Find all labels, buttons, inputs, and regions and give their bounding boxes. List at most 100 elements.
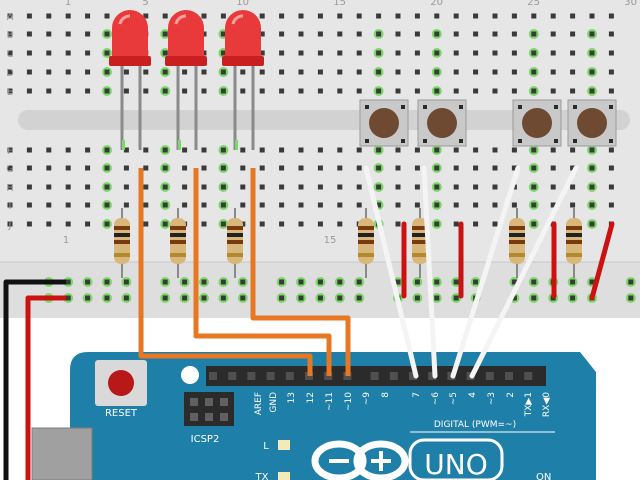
breadboard-hole: [259, 88, 265, 94]
breadboard-hole: [395, 221, 401, 227]
row-label: H: [6, 183, 14, 194]
breadboard-hole: [337, 165, 343, 171]
breadboard-hole: [550, 165, 556, 171]
pin-label: 2: [506, 392, 516, 398]
breadboard-hole: [492, 13, 498, 19]
breadboard-hole: [123, 147, 129, 153]
breadboard-hole: [46, 50, 52, 56]
breadboard-hole: [453, 221, 459, 227]
breadboard-hole: [201, 202, 207, 208]
breadboard-hole: [431, 67, 442, 77]
breadboard-hole: [550, 184, 556, 190]
breadboard-hole: [453, 165, 459, 171]
breadboard-hole: [337, 31, 343, 37]
breadboard-hole: [160, 219, 171, 229]
breadboard-hole: [279, 202, 285, 208]
breadboard-hole: [160, 48, 171, 58]
wire-white-pin6: [421, 165, 438, 379]
row-label: C: [7, 49, 14, 60]
row-label: B: [7, 30, 14, 41]
breadboard-hole: [46, 165, 52, 171]
breadboard-hole: [182, 147, 188, 153]
breadboard-hole: [218, 145, 229, 155]
breadboard-hole: [570, 88, 576, 94]
breadboard-hole: [162, 13, 168, 19]
breadboard-hole: [65, 50, 71, 56]
breadboard-hole: [102, 29, 112, 39]
breadboard-hole: [434, 13, 440, 19]
pin-label: GND: [269, 392, 279, 413]
push-button[interactable]: [512, 99, 562, 147]
breadboard-hole: [104, 13, 110, 19]
mounting-hole: [181, 366, 199, 384]
rail-hole: [199, 293, 209, 303]
breadboard-hole: [317, 184, 323, 190]
pin-label: ~5: [449, 392, 459, 405]
breadboard-hole: [395, 88, 401, 94]
reset-button[interactable]: [95, 360, 147, 406]
led-label-on: ON: [536, 472, 551, 480]
rail-hole: [625, 277, 636, 287]
header-pin: [285, 372, 294, 380]
icsp-pin: [220, 413, 228, 421]
breadboard-hole: [259, 147, 265, 153]
breadboard-hole: [26, 31, 32, 37]
row-label: F: [7, 146, 13, 157]
arduino-logo-icon: [311, 440, 409, 480]
row-label: G: [6, 164, 14, 175]
breadboard-hole: [317, 165, 323, 171]
breadboard-hole: [160, 29, 171, 39]
breadboard-hole: [26, 69, 32, 75]
breadboard-hole: [511, 13, 517, 19]
rail-hole: [567, 277, 578, 287]
breadboard-hole: [220, 13, 226, 19]
resistors: [114, 208, 582, 278]
digital-header: [206, 366, 546, 386]
breadboard-hole: [473, 50, 479, 56]
breadboard-hole: [298, 184, 304, 190]
uno-logo-text: UNO: [424, 448, 487, 480]
breadboard-hole: [453, 50, 459, 56]
breadboard-hole: [143, 165, 149, 171]
breadboard-power-rail: [0, 262, 640, 318]
push-button[interactable]: [359, 99, 409, 147]
pin-label: ~6: [431, 392, 441, 406]
breadboard-hole: [511, 202, 517, 208]
breadboard-hole: [395, 184, 401, 190]
breadboard-hole: [587, 145, 597, 155]
breadboard-hole: [298, 50, 304, 56]
breadboard-hole: [218, 200, 229, 210]
breadboard-hole: [431, 145, 442, 155]
pin-label: 8: [381, 392, 391, 398]
breadboard-hole: [7, 184, 13, 190]
breadboard-hole: [201, 13, 207, 19]
red-led: [165, 10, 207, 150]
rail-hole: [179, 277, 190, 287]
breadboard-hole: [473, 221, 479, 227]
pin-label: ~11: [325, 392, 335, 411]
wire-red-5v: [25, 295, 66, 480]
breadboard-hole: [453, 88, 459, 94]
push-button[interactable]: [567, 99, 617, 147]
push-button[interactable]: [417, 99, 467, 147]
breadboard-hole: [550, 202, 556, 208]
breadboard-hole: [259, 69, 265, 75]
breadboard-hole: [143, 202, 149, 208]
breadboard-hole: [570, 69, 576, 75]
header-pin: [524, 372, 533, 380]
breadboard-hole: [160, 67, 171, 77]
breadboard-hole: [218, 67, 229, 77]
breadboard-hole: [7, 202, 13, 208]
breadboard-hole: [279, 50, 285, 56]
breadboard-hole: [395, 147, 401, 153]
breadboard-hole: [395, 165, 401, 171]
rail-hole: [412, 293, 423, 303]
breadboard-hole: [528, 200, 539, 210]
breadboard-hole: [182, 88, 188, 94]
column-number: 1: [65, 0, 71, 8]
breadboard-hole: [46, 69, 52, 75]
breadboard-hole: [46, 88, 52, 94]
breadboard-hole: [395, 69, 401, 75]
breadboard-hole: [587, 219, 597, 229]
